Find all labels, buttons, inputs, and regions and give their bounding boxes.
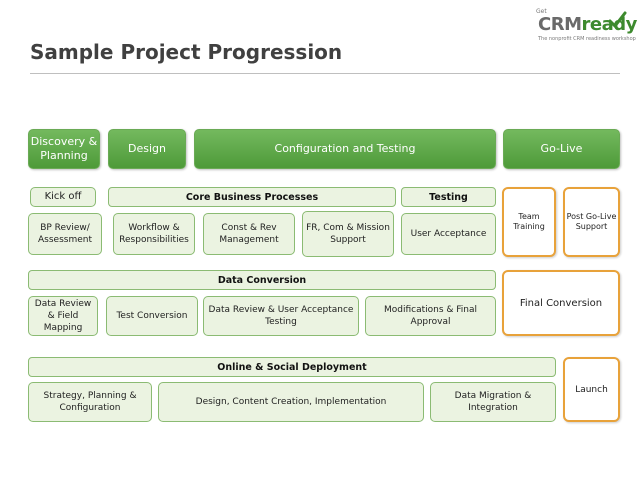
phase-configuration-testing: Configuration and Testing [194, 129, 496, 169]
logo-tagline: The nonprofit CRM readiness workshop [538, 36, 636, 42]
launch-box: Launch [563, 357, 620, 422]
core-business-processes-header: Core Business Processes [108, 187, 396, 207]
logo-crm-text: CRM [538, 14, 582, 35]
data-conversion-header: Data Conversion [28, 270, 496, 290]
data-migration-box: Data Migration & Integration [430, 382, 556, 422]
bp-review-box: BP Review/ Assessment [28, 213, 102, 255]
design-content-box: Design, Content Creation, Implementation [158, 382, 424, 422]
strategy-planning-box: Strategy, Planning & Configuration [28, 382, 152, 422]
const-rev-box: Const & Rev Management [203, 213, 295, 255]
data-review-field-mapping-box: Data Review & Field Mapping [28, 296, 98, 336]
phase-go-live: Go-Live [503, 129, 620, 169]
logo-ready-text: ready [581, 14, 637, 35]
phase-design: Design [108, 129, 186, 169]
workflow-box: Workflow & Responsibilities [113, 213, 195, 255]
kick-off-box: Kick off [30, 187, 96, 207]
logo-get-text: Get [536, 8, 547, 15]
modifications-final-approval-box: Modifications & Final Approval [365, 296, 496, 336]
fr-com-mission-box: FR, Com & Mission Support [302, 211, 394, 257]
online-social-deployment-header: Online & Social Deployment [28, 357, 556, 377]
team-training-box: Team Training [502, 187, 556, 257]
logo: CRMready [538, 14, 637, 35]
title-divider [30, 73, 620, 74]
page-title: Sample Project Progression [30, 40, 343, 64]
final-conversion-box: Final Conversion [502, 270, 620, 336]
data-review-uat-box: Data Review & User Acceptance Testing [203, 296, 359, 336]
checkmark-icon [608, 11, 627, 29]
post-go-live-support-box: Post Go-Live Support [563, 187, 620, 257]
test-conversion-box: Test Conversion [106, 296, 198, 336]
phase-discovery-planning: Discovery & Planning [28, 129, 100, 169]
testing-header: Testing [401, 187, 496, 207]
user-acceptance-box: User Acceptance [401, 213, 496, 255]
